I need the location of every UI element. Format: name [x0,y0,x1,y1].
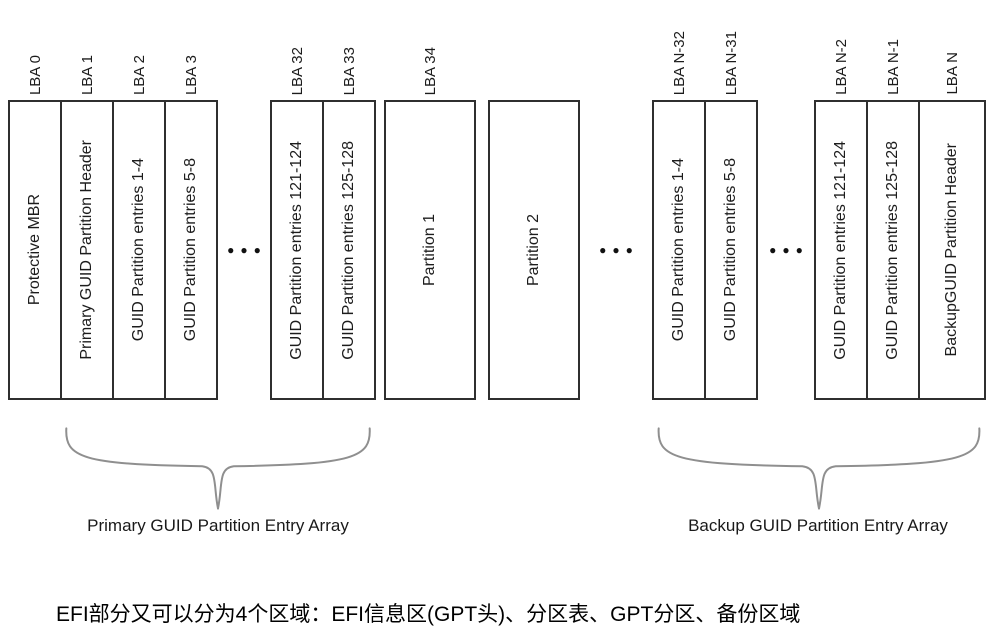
lba-label: LBA N-31 [704,10,758,100]
curly-brace-primary [60,424,376,512]
box-partition-2: Partition 2 [488,100,580,400]
box-label: GUID Partition entries 1-4 [670,158,687,342]
lba-label-text: LBA 1 [78,54,96,95]
lba-label-text: LBA 3 [182,54,200,95]
box-partition-1: Partition 1 [384,100,476,400]
box-backup-gpt-header: BackupGUID Partition Header [918,100,986,400]
box-label: Protective MBR [26,194,43,306]
lba-label-text: LBA 33 [340,46,358,95]
box-label: GUID Partition entries 5-8 [182,158,199,342]
column-lba-n-2: LBA N-2 GUID Partition entries 121-124 [814,10,868,400]
column-lba-n: LBA N BackupGUID Partition Header [918,10,986,400]
box-entries-125-128: GUID Partition entries 125-128 [322,100,376,400]
column-lba-2: LBA 2 GUID Partition entries 1-4 [112,10,166,400]
lba-label: LBA N-32 [652,10,706,100]
box-label: GUID Partition entries 125-128 [340,140,357,360]
box-entries-1-4: GUID Partition entries 1-4 [112,100,166,400]
block-group-backup-entries-start: LBA N-32 GUID Partition entries 1-4 LBA … [652,10,758,400]
lba-label: LBA N-2 [814,10,868,100]
column-lba-n-32: LBA N-32 GUID Partition entries 1-4 [652,10,706,400]
lba-label-text: LBA 34 [421,46,439,95]
box-primary-gpt-header: Primary GUID Partition Header [60,100,114,400]
lba-label: LBA N-1 [866,10,920,100]
curly-brace-backup [652,424,986,512]
lba-label: LBA 0 [8,10,62,100]
box-entries-5-8: GUID Partition entries 5-8 [164,100,218,400]
box-label: GUID Partition entries 125-128 [884,140,901,360]
primary-entry-array-label: Primary GUID Partition Entry Array [87,516,349,535]
lba-label: LBA 3 [164,10,218,100]
column-lba-32: LBA 32 GUID Partition entries 121-124 [270,10,324,400]
lba-label-text: LBA 32 [288,46,306,95]
lba-label: LBA 33 [322,10,376,100]
lba-label: LBA N [918,10,986,100]
block-group-backup-gpt-end: LBA N-2 GUID Partition entries 121-124 L… [814,10,986,400]
ellipsis-dots: ●●● [769,243,809,257]
box-label: Primary GUID Partition Header [78,140,95,360]
disk-blocks-row: LBA 0 Protective MBR LBA 1 Primary GUID … [8,10,986,400]
caption-text: EFI部分又可以分为4个区域：EFI信息区(GPT头)、分区表、GPT分区、备份… [56,603,801,626]
box-backup-entries-125-128: GUID Partition entries 125-128 [866,100,920,400]
box-backup-entries-5-8: GUID Partition entries 5-8 [704,100,758,400]
lba-label: LBA 34 [384,10,476,100]
box-label: GUID Partition entries 5-8 [722,158,739,342]
box-backup-entries-1-4: GUID Partition entries 1-4 [652,100,706,400]
box-label: Partition 2 [525,213,542,287]
lba-label-text: LBA N-32 [670,30,688,95]
lba-label-text: LBA N-31 [722,30,740,95]
lba-label-text: LBA 0 [26,54,44,95]
block-group-protective-and-primary-gpt: LBA 0 Protective MBR LBA 1 Primary GUID … [8,10,218,400]
box-protective-mbr: Protective MBR [8,100,62,400]
lba-label-text: LBA 2 [130,54,148,95]
column-lba-n-31: LBA N-31 GUID Partition entries 5-8 [704,10,758,400]
column-lba-3: LBA 3 GUID Partition entries 5-8 [164,10,218,400]
box-label: GUID Partition entries 1-4 [130,158,147,342]
box-label: BackupGUID Partition Header [943,143,960,357]
lba-label [488,10,580,100]
box-label: GUID Partition entries 121-124 [288,140,305,360]
column-partition-2: Partition 2 [488,10,580,400]
block-group-primary-entries-end: LBA 32 GUID Partition entries 121-124 LB… [270,10,376,400]
curly-brace-icon [652,424,986,512]
column-lba-1: LBA 1 Primary GUID Partition Header [60,10,114,400]
column-lba-0: LBA 0 Protective MBR [8,10,62,400]
lba-label-text: LBA N-2 [832,39,850,95]
lba-label-text: LBA N [943,52,961,95]
lba-label: LBA 1 [60,10,114,100]
backup-entry-array-label: Backup GUID Partition Entry Array [688,516,948,535]
box-backup-entries-121-124: GUID Partition entries 121-124 [814,100,868,400]
ellipsis-dots: ●●● [227,243,267,257]
column-lba-n-1: LBA N-1 GUID Partition entries 125-128 [866,10,920,400]
box-label: Partition 1 [421,213,438,287]
lba-label-text: LBA N-1 [884,39,902,95]
box-entries-121-124: GUID Partition entries 121-124 [270,100,324,400]
box-label: GUID Partition entries 121-124 [832,140,849,360]
lba-label: LBA 2 [112,10,166,100]
curly-brace-icon [60,424,376,512]
column-lba-34: LBA 34 Partition 1 [384,10,476,400]
lba-label: LBA 32 [270,10,324,100]
ellipsis-dots: ●●● [599,243,639,257]
column-lba-33: LBA 33 GUID Partition entries 125-128 [322,10,376,400]
